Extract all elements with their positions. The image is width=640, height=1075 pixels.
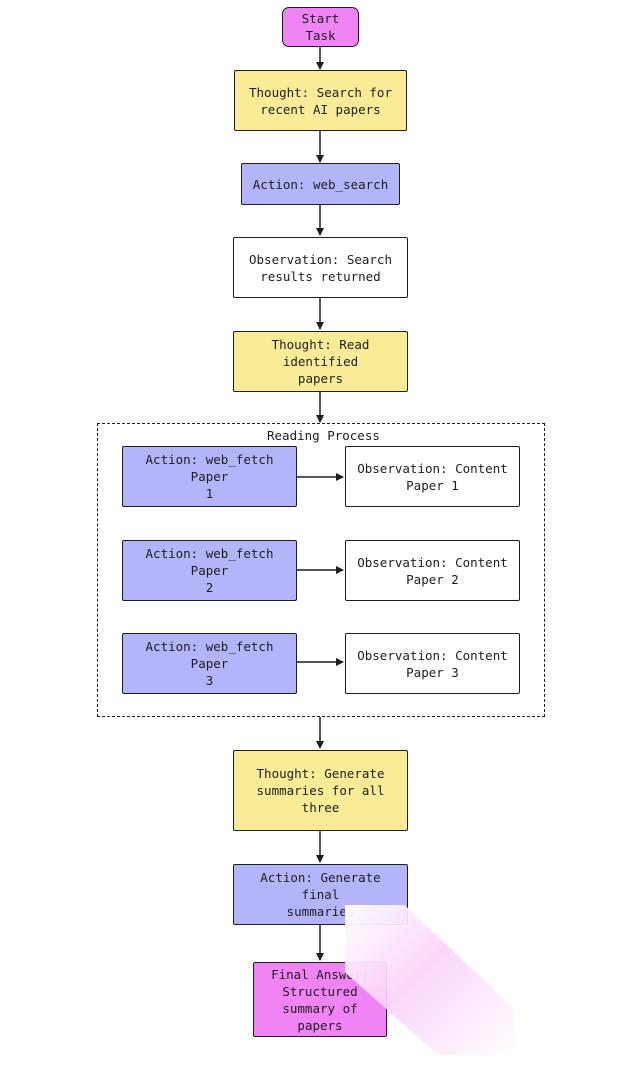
final-answer-node: Final Answer: Structured summary of pape… — [253, 962, 387, 1037]
reading-process-label: Reading Process — [265, 428, 382, 443]
observation-content-paper-1-node: Observation: Content Paper 1 — [345, 446, 520, 507]
thought-read-papers-node: Thought: Read identified papers — [233, 331, 408, 392]
start-task-node: Start Task — [282, 7, 359, 47]
observation-search-results-node: Observation: Search results returned — [233, 237, 408, 298]
action-web-fetch-paper-1-node: Action: web_fetch Paper 1 — [122, 446, 297, 507]
action-web-search-node: Action: web_search — [241, 163, 400, 205]
thought-generate-summaries-node: Thought: Generate summaries for all thre… — [233, 750, 408, 831]
action-generate-final-summaries-node: Action: Generate final summaries — [233, 864, 408, 925]
action-web-fetch-paper-2-node: Action: web_fetch Paper 2 — [122, 540, 297, 601]
thought-search-node: Thought: Search for recent AI papers — [234, 70, 407, 131]
observation-content-paper-2-node: Observation: Content Paper 2 — [345, 540, 520, 601]
action-web-fetch-paper-3-node: Action: web_fetch Paper 3 — [122, 633, 297, 694]
reading-process-group — [97, 423, 545, 717]
observation-content-paper-3-node: Observation: Content Paper 3 — [345, 633, 520, 694]
